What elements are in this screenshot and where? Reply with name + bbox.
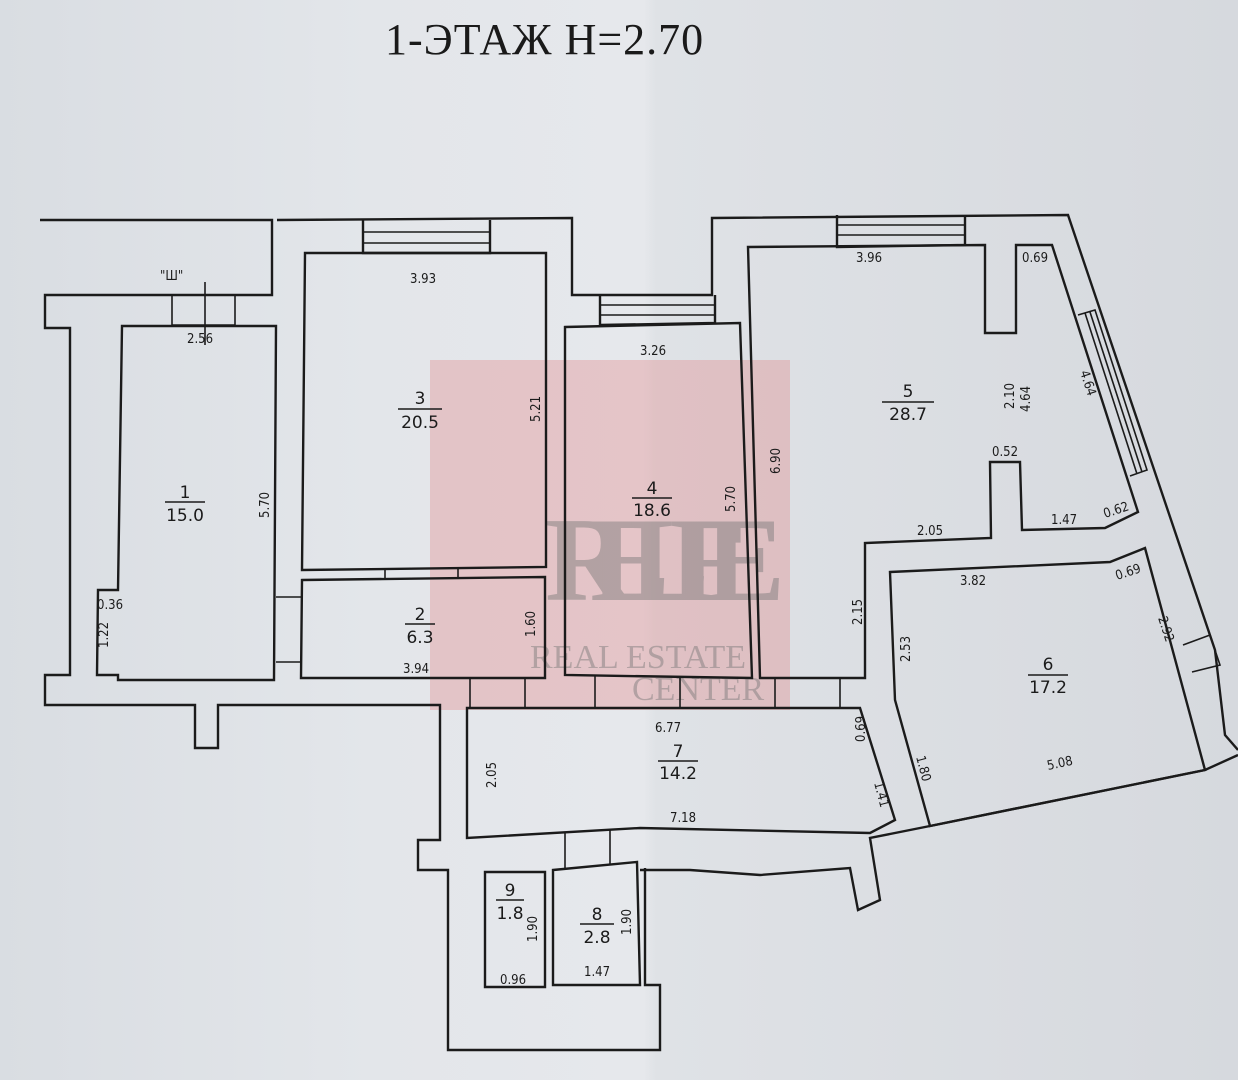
room-area: 6.3 bbox=[406, 628, 433, 648]
room-4: 4 18.6 bbox=[632, 479, 672, 521]
dim: 1.80 bbox=[912, 754, 933, 783]
dim: 3.93 bbox=[410, 272, 436, 287]
room-area: 17.2 bbox=[1029, 678, 1067, 698]
dim: 0.52 bbox=[992, 445, 1018, 460]
dim: 2.10 bbox=[1003, 383, 1018, 409]
dim: 0.69 bbox=[854, 716, 869, 742]
dim: 5.70 bbox=[724, 486, 739, 512]
dim: 2.05 bbox=[485, 762, 500, 788]
dim: 4.64 bbox=[1076, 369, 1098, 398]
room-6: 6 17.2 bbox=[1028, 655, 1068, 698]
room-area: 28.7 bbox=[889, 405, 927, 425]
room-number: 4 bbox=[647, 479, 658, 499]
room-2: 2 6.3 bbox=[405, 605, 435, 648]
dim: 1.41 bbox=[870, 780, 891, 809]
dimension-labels: 2.56 5.70 0.36 1.22 3.93 5.21 3.94 1.60 … bbox=[97, 251, 1177, 988]
room-number: 5 bbox=[903, 382, 914, 402]
room-area: 1.8 bbox=[496, 904, 523, 924]
section-marker: "Ш" bbox=[160, 269, 183, 284]
room-area: 15.0 bbox=[166, 506, 204, 526]
room-number: 6 bbox=[1043, 655, 1054, 675]
room-walls bbox=[95, 243, 1207, 989]
room-8: 8 2.8 bbox=[580, 905, 614, 948]
dim: 1.90 bbox=[526, 916, 541, 942]
room-area: 20.5 bbox=[401, 413, 439, 433]
dim: 2.53 bbox=[899, 636, 914, 662]
room-1: 1 15.0 bbox=[165, 483, 205, 526]
room-number: 1 bbox=[180, 483, 191, 503]
dim: 5.21 bbox=[529, 396, 544, 422]
room-number: 7 bbox=[673, 742, 684, 762]
dim: 1.22 bbox=[97, 622, 112, 648]
dim: 1.47 bbox=[584, 965, 610, 980]
room-9: 9 1.8 bbox=[496, 881, 524, 924]
dim: 6.90 bbox=[769, 448, 784, 474]
dim: 0.96 bbox=[500, 973, 526, 988]
room-area: 2.8 bbox=[583, 928, 610, 948]
dim: 2.15 bbox=[851, 599, 866, 625]
room-number: 8 bbox=[592, 905, 603, 925]
dim: 3.96 bbox=[856, 251, 882, 266]
dim: 6.77 bbox=[655, 721, 681, 736]
dim: 2.05 bbox=[917, 524, 943, 539]
dim: 0.69 bbox=[1022, 251, 1048, 266]
dim: 4.64 bbox=[1019, 386, 1034, 412]
dim: 2.92 bbox=[1154, 615, 1176, 644]
room-number: 3 bbox=[415, 389, 426, 409]
room-number: 2 bbox=[415, 605, 426, 625]
dim: 1.90 bbox=[620, 909, 635, 935]
dim: 1.60 bbox=[524, 611, 539, 637]
room-area: 18.6 bbox=[633, 501, 671, 521]
plan-title: 1-ЭТАЖ H=2.70 bbox=[385, 15, 705, 64]
svg-text:RELIFE: RELIFE bbox=[545, 493, 785, 626]
dim: 1.47 bbox=[1051, 513, 1077, 528]
dim: 5.70 bbox=[258, 492, 273, 518]
room-5: 5 28.7 bbox=[882, 382, 934, 425]
dim: 2.56 bbox=[187, 332, 213, 347]
room-7: 7 14.2 bbox=[658, 742, 698, 784]
dim: 5.08 bbox=[1046, 754, 1075, 774]
dim: 7.18 bbox=[670, 811, 696, 826]
dim: 0.69 bbox=[1114, 561, 1143, 583]
watermark-logo: RELIFE REAL ESTATE CENTER bbox=[430, 360, 790, 710]
room-area: 14.2 bbox=[659, 764, 697, 784]
dim: 0.36 bbox=[97, 598, 123, 613]
room-3: 3 20.5 bbox=[398, 389, 442, 433]
dim: 3.26 bbox=[640, 344, 666, 359]
dim: 3.82 bbox=[960, 574, 986, 589]
room-number: 9 bbox=[505, 881, 516, 901]
dim: 3.94 bbox=[403, 662, 429, 677]
